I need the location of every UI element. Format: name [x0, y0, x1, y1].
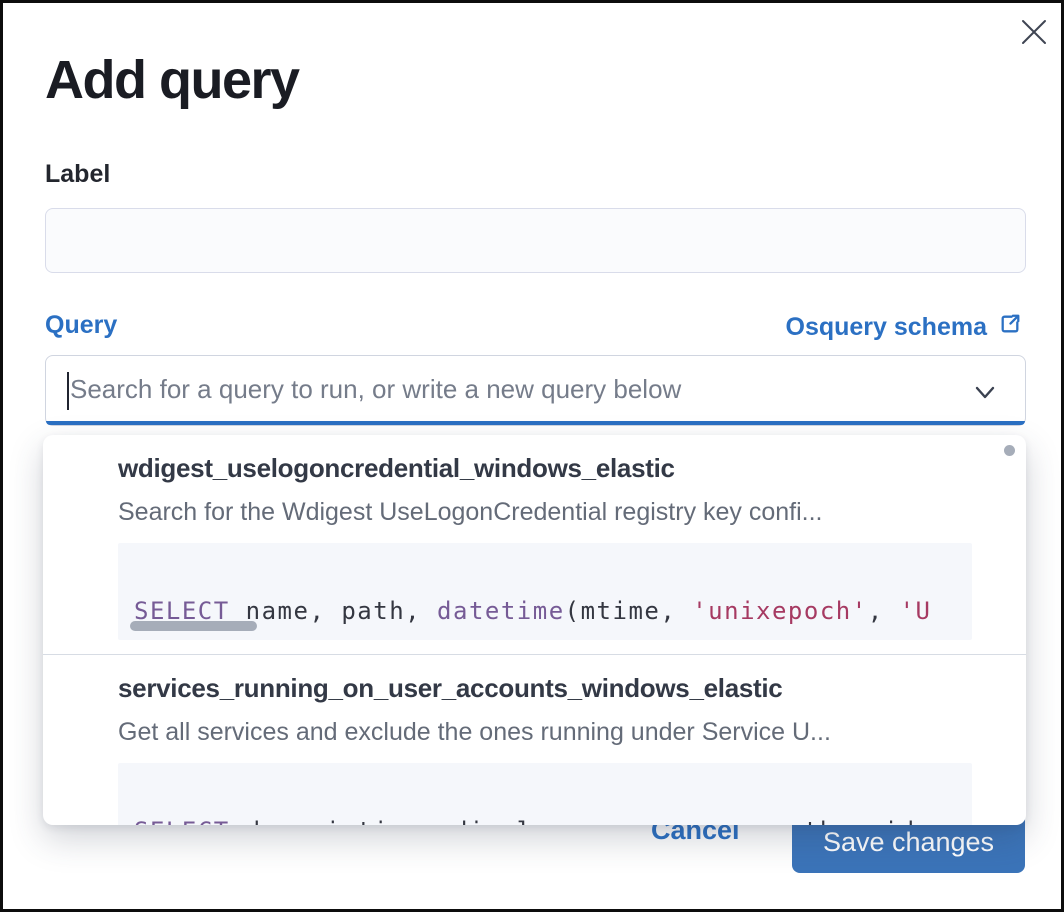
sql-code: SELECT name, path, datetime(mtime, 'unix… — [134, 597, 932, 625]
query-dropdown-panel: wdigest_uselogoncredential_windows_elast… — [43, 435, 1026, 825]
query-option-services[interactable]: services_running_on_user_accounts_window… — [43, 655, 1026, 825]
option-code-block: SELECT name, path, datetime(mtime, 'unix… — [118, 543, 972, 640]
query-search-input[interactable] — [70, 356, 930, 423]
text-cursor — [67, 372, 69, 410]
vertical-scrollbar-thumb[interactable] — [1004, 445, 1015, 456]
osquery-schema-link[interactable]: Osquery schema — [786, 311, 1024, 344]
page-title: Add query — [45, 50, 300, 110]
query-field-label: Query — [45, 311, 118, 339]
option-divider — [43, 654, 1026, 655]
close-icon[interactable] — [1017, 15, 1051, 49]
label-field-label: Label — [45, 160, 111, 188]
option-title: wdigest_uselogoncredential_windows_elast… — [118, 453, 675, 483]
osquery-schema-link-label: Osquery schema — [785, 313, 988, 341]
option-code-block: SELECT description, display_name, name, … — [118, 763, 972, 825]
label-input[interactable] — [45, 208, 1026, 273]
horizontal-scrollbar-thumb[interactable] — [130, 621, 257, 631]
focus-underline — [46, 421, 1025, 425]
query-option-wdigest[interactable]: wdigest_uselogoncredential_windows_elast… — [43, 435, 1026, 640]
option-description: Search for the Wdigest UseLogonCredentia… — [118, 498, 823, 526]
sql-code: SELECT description, display_name, name, … — [134, 817, 962, 825]
external-link-icon — [997, 311, 1023, 344]
query-search-combobox — [45, 355, 1026, 426]
chevron-down-icon[interactable] — [969, 376, 1001, 408]
option-description: Get all services and exclude the ones ru… — [118, 718, 831, 746]
option-title: services_running_on_user_accounts_window… — [118, 673, 783, 703]
